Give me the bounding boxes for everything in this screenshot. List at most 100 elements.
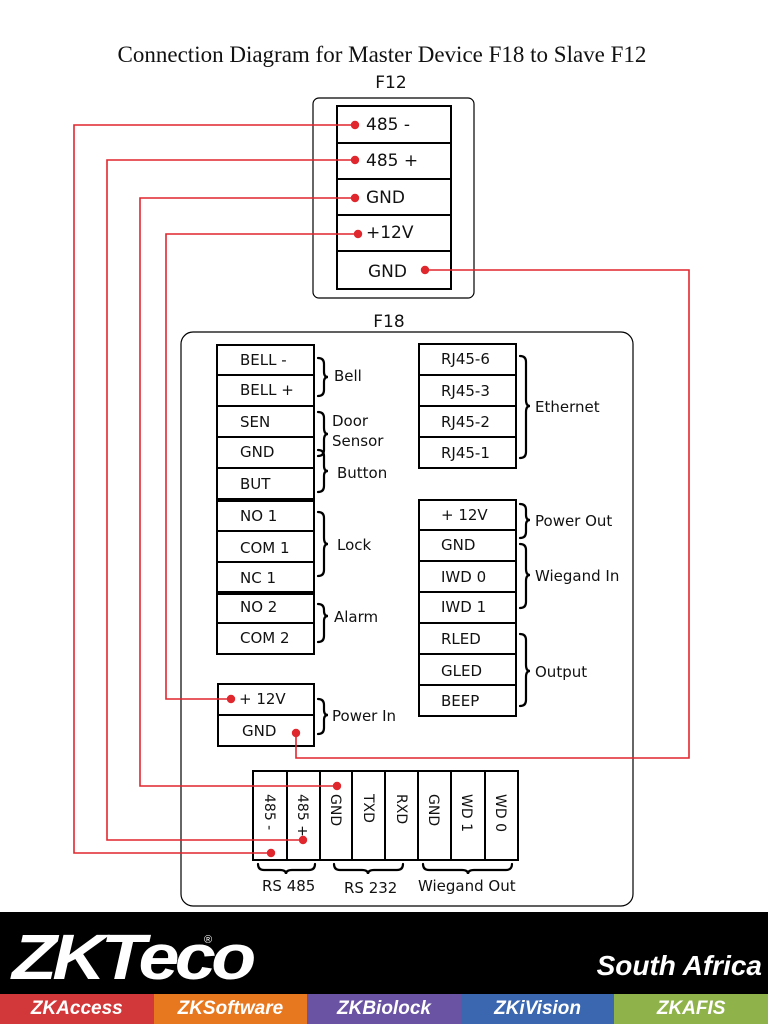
group-label-button: Button [337, 464, 387, 482]
connection-points [226, 120, 430, 858]
terminal-bell-plus [216, 374, 315, 407]
terminal-rj45-3-label: RJ45-3 [441, 382, 490, 400]
terminal-iwd1-label: IWD 1 [441, 598, 486, 616]
terminal-rxd [384, 770, 419, 861]
connection-dot-f12-gnd [350, 193, 360, 203]
f18-power-in-block: + 12V GND [217, 683, 315, 747]
terminal-but-label: BUT [240, 475, 271, 493]
wire-485-plus [106, 159, 354, 841]
f18-right-terminal-block: RJ45-6 RJ45-3 RJ45-2 RJ45-1 + 12V GND IW… [418, 343, 517, 717]
connection-dot-power-in-gnd [291, 728, 301, 738]
zkteco-logo: ZKTeco [12, 921, 256, 993]
wire-12v [165, 233, 357, 700]
group-label-door: Door [332, 412, 369, 430]
terminal-beep-label: BEEP [441, 692, 479, 710]
f12-label: F12 [375, 73, 406, 93]
product-zksoftware: ZKSoftware [153, 994, 308, 1024]
f12-terminal-2-label: 485 + [366, 151, 418, 171]
terminal-rj45-2-label: RJ45-2 [441, 413, 490, 431]
connection-dot-f12-gnd-2 [420, 265, 430, 275]
terminal-power-in-gnd-label: GND [242, 722, 276, 740]
f18-left-terminal-block: BELL - BELL + SEN GND BUT NO 1 COM 1 NC … [216, 344, 315, 655]
brace-alarm [316, 602, 329, 644]
region-label: South Africa [596, 950, 762, 981]
terminal-bell-minus [216, 344, 315, 376]
group-label-lock: Lock [337, 536, 372, 554]
terminal-nc1 [216, 561, 315, 593]
connection-dot-bottom-485-plus [298, 835, 308, 845]
terminal-sen-label: SEN [240, 413, 270, 431]
right-group-labels: Ethernet Power Out Wiegand In Output [535, 398, 619, 681]
brace-wiegand-in [518, 542, 531, 610]
product-zkivision: ZKiVision [460, 994, 615, 1024]
brace-output [518, 632, 531, 708]
terminal-power-in-12v-label: + 12V [239, 690, 286, 708]
f12-terminal-5-label: GND [368, 262, 407, 282]
terminal-sen [216, 405, 315, 438]
terminal-gnd-label: GND [240, 443, 274, 461]
terminal-rled [418, 622, 517, 655]
product-strip: ZKAccess ZKSoftware ZKBiolock ZKiVision … [0, 994, 768, 1024]
terminal-wiegand-gnd [417, 770, 452, 861]
terminal-gled-label: GLED [441, 662, 482, 680]
terminal-com2 [216, 622, 315, 655]
terminal-rj45-6-label: RJ45-6 [441, 350, 490, 368]
terminal-power-in-12v [217, 683, 315, 716]
terminal-txd-label: TXD [360, 793, 376, 823]
terminal-no2 [216, 593, 315, 624]
brace-ethernet [518, 354, 531, 460]
wire-485-minus [73, 124, 354, 854]
terminal-nc1-label: NC 1 [240, 569, 276, 587]
terminal-rxd-label: RXD [393, 794, 409, 824]
terminal-txd [351, 770, 386, 861]
group-label-bell: Bell [334, 367, 362, 385]
bottom-group-labels: RS 485 RS 232 Wiegand Out [262, 877, 516, 897]
terminal-com2-label: COM 2 [240, 629, 290, 647]
connection-dot-f12-485-minus [350, 120, 360, 130]
group-label-power-out: Power Out [535, 512, 612, 530]
terminal-no1-label: NO 1 [240, 507, 277, 525]
brace-lock [316, 510, 329, 578]
group-label-rs232: RS 232 [344, 879, 397, 897]
terminal-but [216, 467, 315, 500]
bottom-group-braces [256, 862, 514, 875]
terminal-wd1-label: WD 1 [458, 794, 474, 832]
group-label-rs485: RS 485 [262, 877, 315, 895]
terminal-no1 [216, 500, 315, 532]
group-label-ethernet: Ethernet [535, 398, 600, 416]
terminal-rj45-1-label: RJ45-1 [441, 444, 490, 462]
terminal-no2-label: NO 2 [240, 598, 277, 616]
terminal-bottom-gnd-label: GND [327, 794, 343, 826]
terminal-rj45-2 [418, 405, 517, 438]
group-label-wiegand-out: Wiegand Out [418, 877, 516, 895]
connection-wires [73, 124, 690, 854]
brace-wiegand-out [421, 862, 514, 875]
terminal-rj45-1 [418, 436, 517, 469]
terminal-iwd0-label: IWD 0 [441, 568, 486, 586]
product-zkaccess: ZKAccess [0, 994, 154, 1024]
terminal-out-gnd-label: GND [441, 536, 475, 554]
terminal-wd1 [450, 770, 486, 861]
terminal-wd0 [484, 770, 519, 861]
footer-banner: ZKTeco ® South Africa ZKAccess ZKSoftwar… [0, 912, 768, 1024]
product-zkafis: ZKAFIS [614, 994, 768, 1024]
brace-bell [316, 356, 329, 398]
connection-dot-f12-485-plus [350, 155, 360, 165]
group-label-alarm: Alarm [334, 608, 378, 626]
connection-dot-power-in-12v [226, 694, 236, 704]
f18-label: F18 [373, 312, 404, 332]
connection-diagram: Connection Diagram for Master Device F18… [73, 42, 690, 907]
terminal-gnd [216, 436, 315, 469]
registered-mark-icon: ® [204, 934, 213, 946]
terminal-out-12v [418, 499, 517, 531]
page-title: Connection Diagram for Master Device F18… [118, 42, 647, 67]
connection-dot-bottom-485-minus [266, 848, 276, 858]
terminal-out-gnd [418, 529, 517, 562]
f12-terminal-3-label: GND [366, 188, 405, 208]
group-label-power-in: Power In [332, 707, 396, 725]
brace-power-in [316, 697, 329, 736]
f18-enclosure [180, 331, 634, 907]
group-label-wiegand-in: Wiegand In [535, 567, 619, 585]
f12-terminal-4-label: +12V [366, 223, 414, 243]
connection-dot-f12-12v [353, 229, 363, 239]
